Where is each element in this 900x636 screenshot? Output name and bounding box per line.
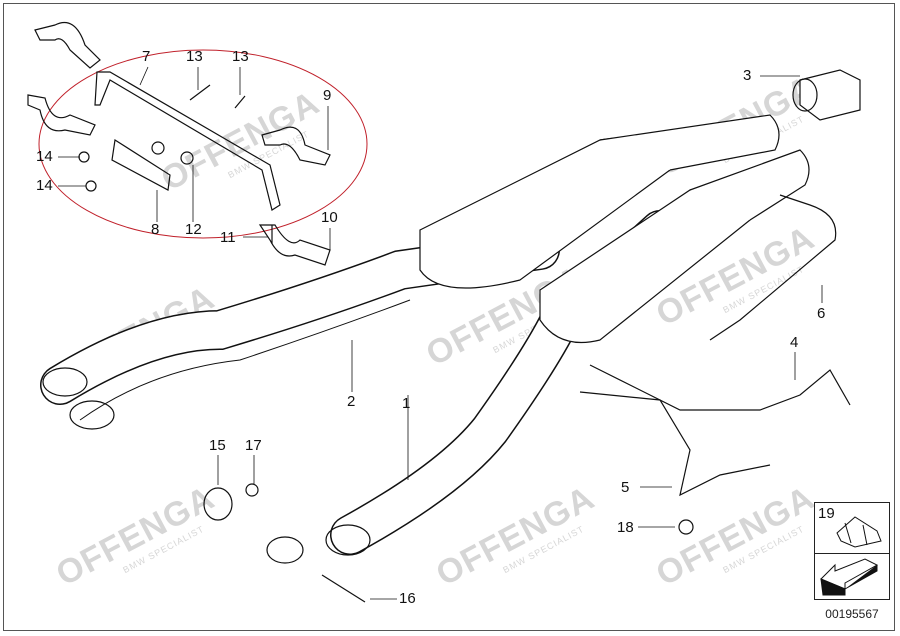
callout-10: 10 bbox=[321, 209, 338, 226]
diagram-frame bbox=[3, 3, 895, 631]
callout-5: 5 bbox=[621, 479, 630, 496]
arrow-icon bbox=[820, 558, 879, 596]
hanger-bracket bbox=[94, 71, 281, 211]
callout-14: 14 bbox=[36, 177, 53, 194]
callout-13: 13 bbox=[232, 48, 249, 65]
callout-15: 15 bbox=[209, 437, 226, 454]
oxygen-sensors bbox=[579, 194, 851, 497]
callout-13: 13 bbox=[186, 48, 203, 65]
callout-9: 9 bbox=[323, 87, 332, 104]
callout-19: 19 bbox=[818, 505, 835, 522]
callout-3: 3 bbox=[743, 67, 752, 84]
clamps bbox=[27, 21, 331, 266]
callout-16: 16 bbox=[399, 590, 416, 607]
callout-4: 4 bbox=[790, 334, 799, 351]
callout-1: 1 bbox=[402, 395, 411, 412]
callout-7: 7 bbox=[142, 48, 151, 65]
callout-14: 14 bbox=[36, 148, 53, 165]
catalytic-converters bbox=[419, 114, 810, 344]
pipe-2 bbox=[40, 230, 560, 430]
callout-17: 17 bbox=[245, 437, 262, 454]
callout-8: 8 bbox=[151, 221, 160, 238]
clip-icon bbox=[836, 516, 882, 548]
legend-divider bbox=[815, 553, 889, 554]
callout-6: 6 bbox=[817, 305, 826, 322]
callout-12: 12 bbox=[185, 221, 202, 238]
highlight-ellipse bbox=[38, 49, 368, 239]
fasteners bbox=[78, 84, 694, 603]
callout-2: 2 bbox=[347, 393, 356, 410]
pipe-1 bbox=[266, 210, 680, 564]
callout-18: 18 bbox=[617, 519, 634, 536]
diagram-number: 00195567 bbox=[825, 607, 879, 621]
callout-11: 11 bbox=[220, 229, 236, 246]
sleeve-clamp bbox=[792, 69, 861, 121]
legend-box: 19 bbox=[814, 502, 890, 600]
leader-lines bbox=[58, 66, 823, 600]
